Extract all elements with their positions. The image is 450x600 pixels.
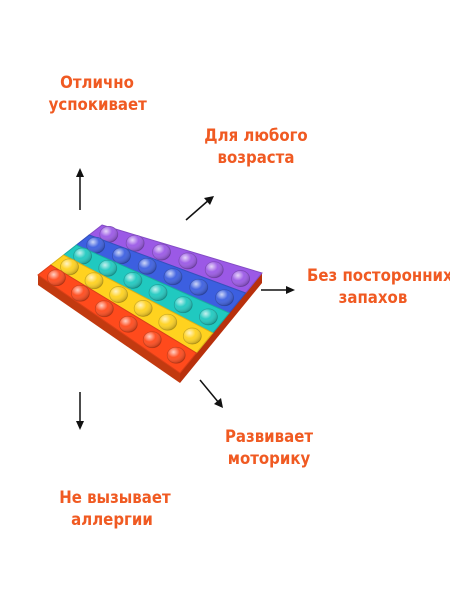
feature-no-smell-line1: Без посторонних <box>307 266 450 286</box>
arrow-down-right-icon <box>199 379 223 408</box>
feature-no-allergy-line1: Не вызывает <box>59 488 171 508</box>
feature-calm-line1: Отлично <box>60 73 134 93</box>
feature-any-age: Для любого возраста <box>203 125 309 169</box>
pop-it-toy-image <box>37 224 263 383</box>
feature-motor-skills: Развивает моторику <box>221 426 318 470</box>
feature-motor-skills-line1: Развивает <box>224 427 314 447</box>
feature-no-smell: Без посторонних запахов <box>307 265 450 309</box>
arrow-down-icon <box>76 392 84 430</box>
feature-no-allergy: Не вызывает аллергии <box>59 487 171 531</box>
arrow-up-right-icon <box>185 196 214 221</box>
feature-no-allergy-line2: аллергии <box>71 510 153 530</box>
feature-any-age-line2: возраста <box>217 148 295 168</box>
arrow-right-icon <box>261 286 295 294</box>
feature-calm-line2: успокивает <box>48 95 147 115</box>
arrow-up-icon <box>76 168 84 210</box>
feature-motor-skills-line2: моторику <box>227 449 311 469</box>
feature-no-smell-line2: запахов <box>338 288 408 308</box>
feature-calm: Отлично успокивает <box>48 72 147 116</box>
feature-any-age-line1: Для любого <box>204 126 308 146</box>
